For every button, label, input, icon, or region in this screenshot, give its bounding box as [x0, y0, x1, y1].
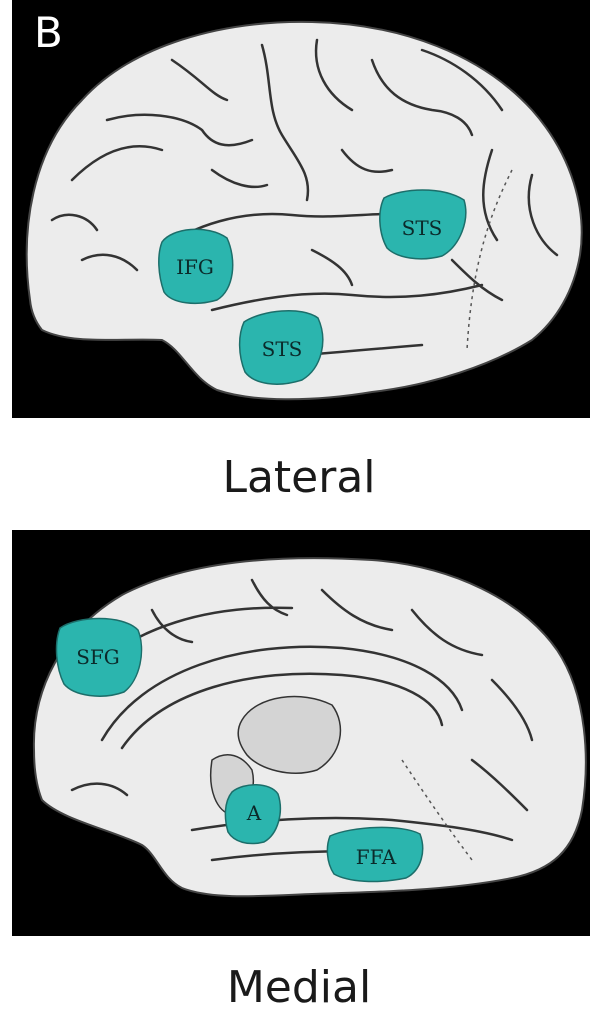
- region-label-sts-lower: STS: [262, 337, 303, 361]
- lateral-brain-illustration: IFG STS STS: [12, 0, 590, 418]
- medial-brain-illustration: SFG A FFA: [12, 530, 590, 936]
- region-label-ifg: IFG: [176, 255, 214, 279]
- region-label-ffa: FFA: [356, 845, 397, 869]
- caption-medial: Medial: [0, 962, 598, 1013]
- caption-lateral: Lateral: [0, 452, 598, 503]
- region-sts-lower: STS: [240, 311, 323, 384]
- region-label-amygdala: A: [246, 801, 262, 825]
- medial-brain-panel: SFG A FFA: [12, 530, 590, 936]
- region-amygdala: A: [225, 785, 280, 844]
- lateral-brain-panel: IFG STS STS B: [12, 0, 590, 418]
- region-sfg: SFG: [57, 619, 142, 697]
- region-label-sts-upper: STS: [402, 216, 443, 240]
- region-label-sfg: SFG: [76, 645, 120, 669]
- panel-letter: B: [34, 8, 63, 57]
- region-ffa: FFA: [327, 827, 422, 881]
- region-ifg: IFG: [159, 229, 233, 303]
